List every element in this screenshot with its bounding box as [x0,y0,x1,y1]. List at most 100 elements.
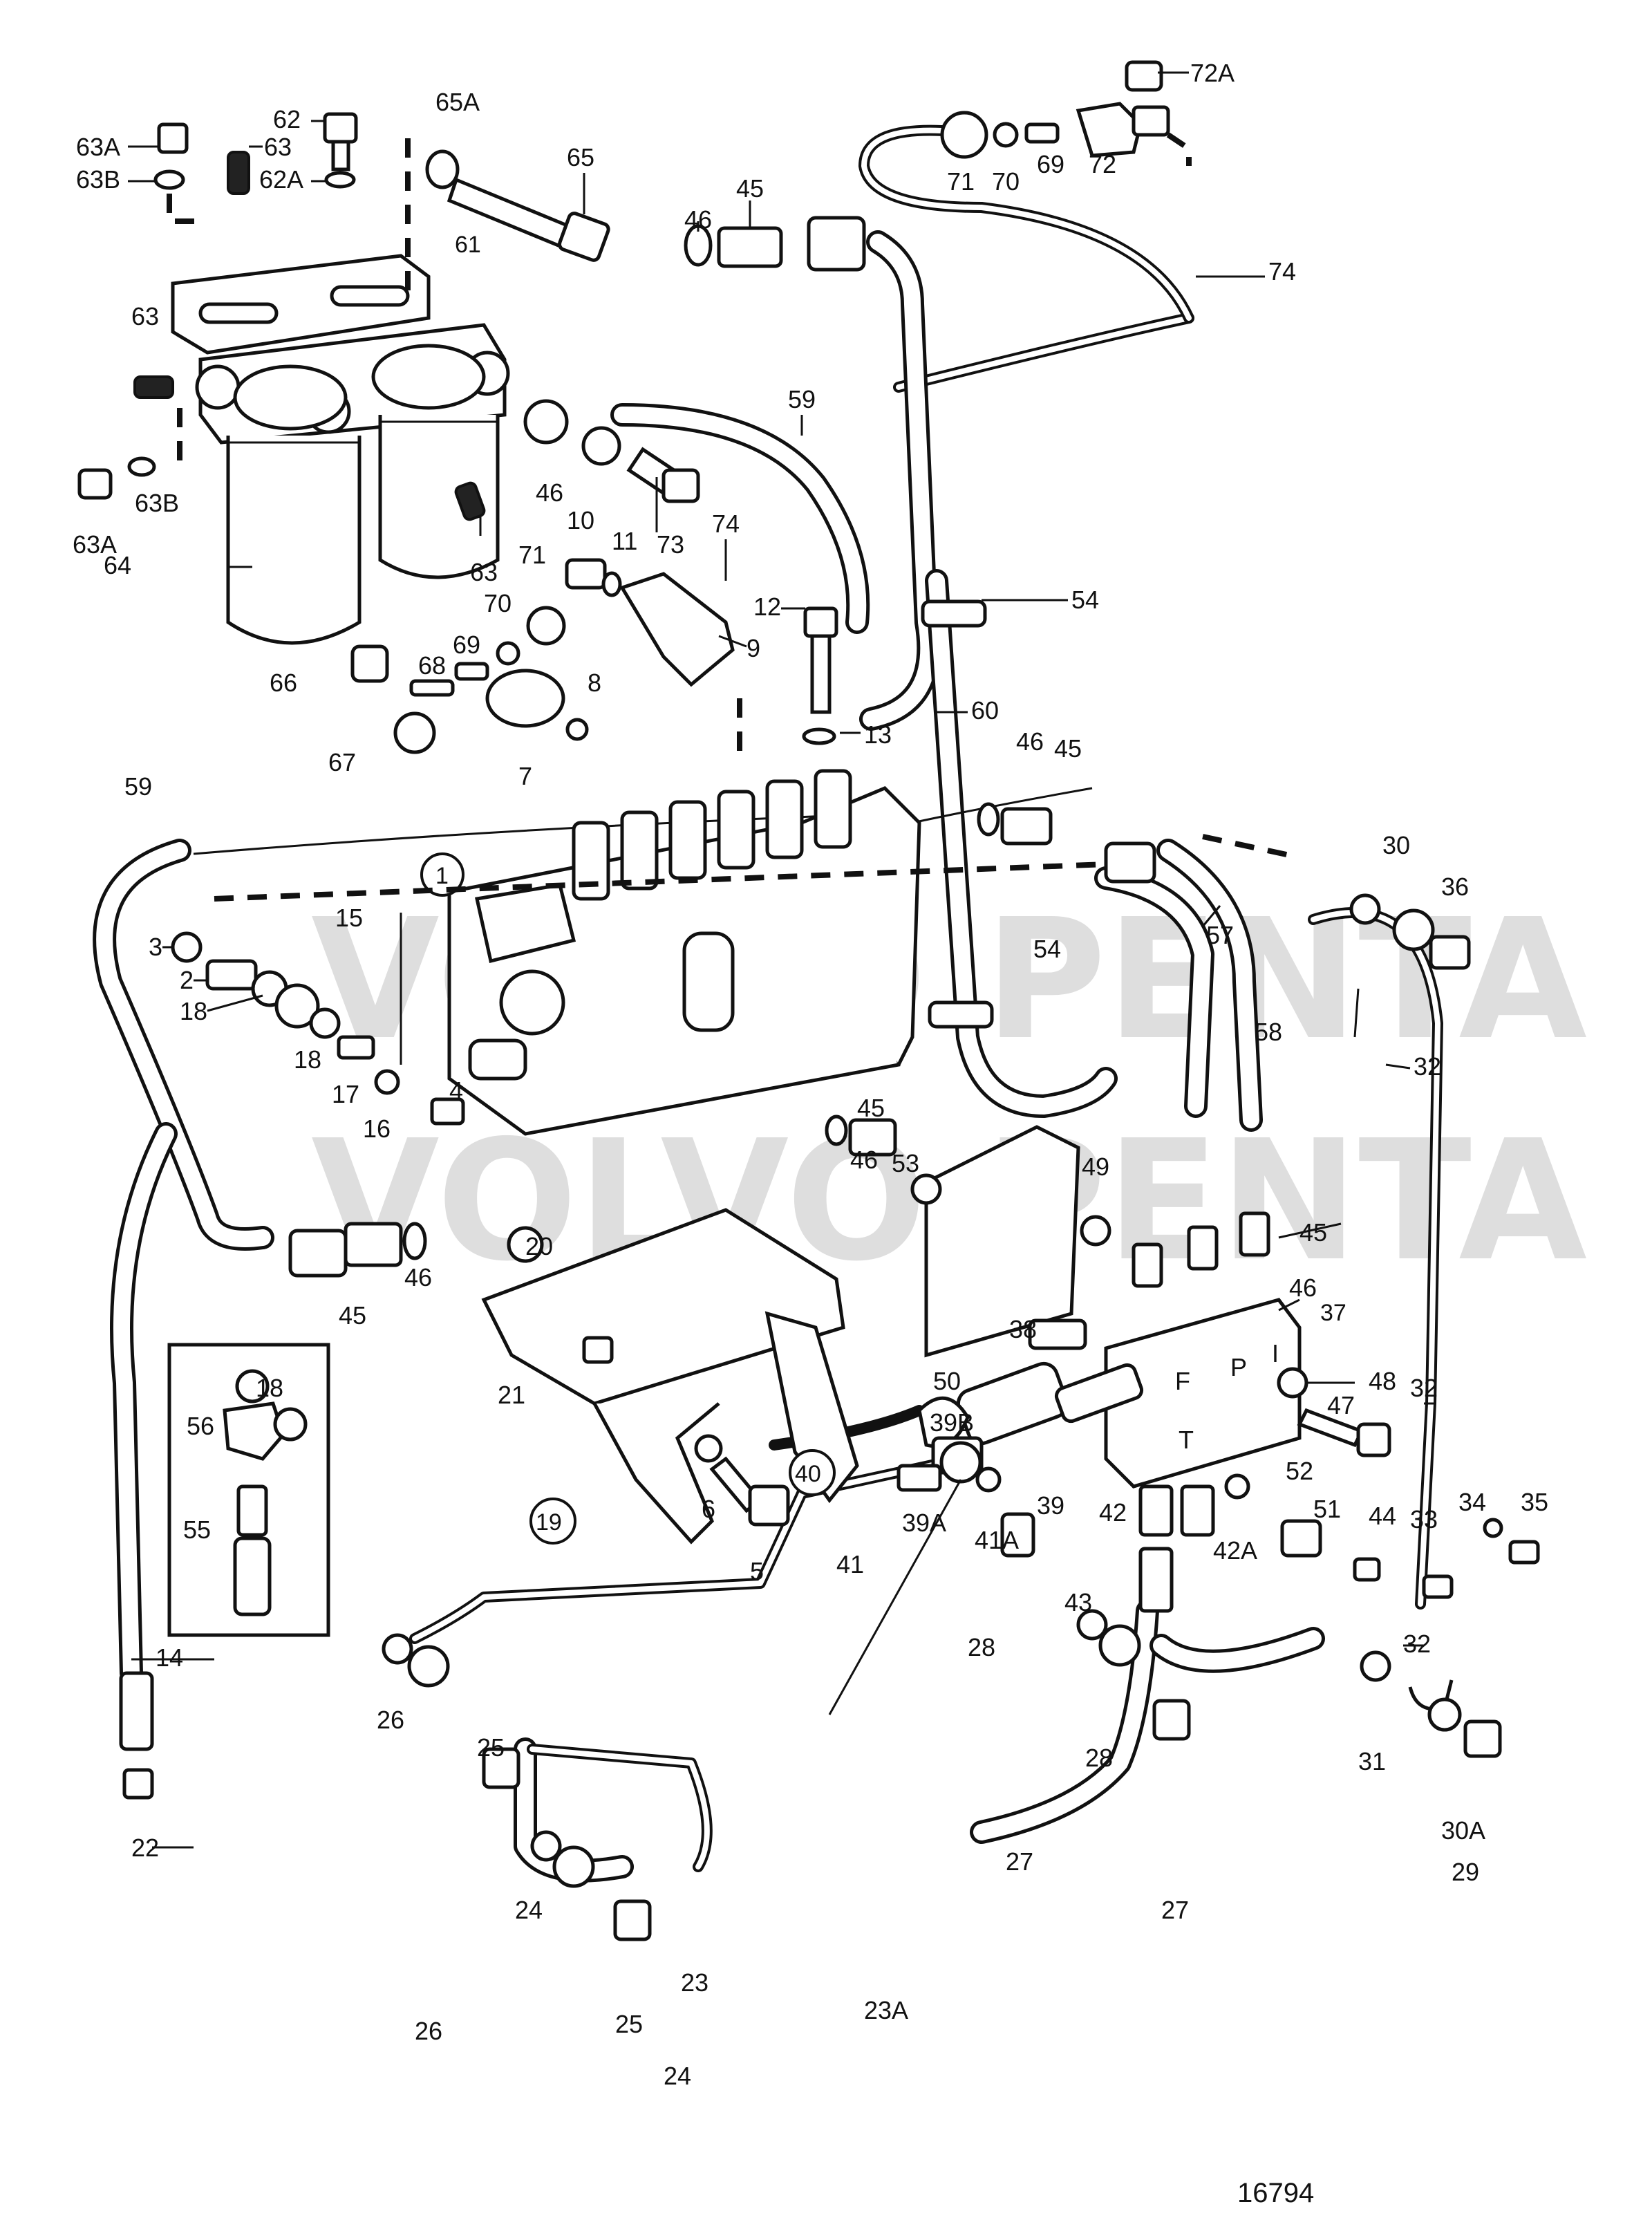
bolt-51 [1280,1519,1322,1558]
callout-labels: 72A 72 69 70 71 74 63A 63B 63 62 62A 65A… [73,59,1548,2090]
upper-fittings [350,216,866,754]
circled-callout-40-ring [789,1449,836,1496]
callout-42: 42 [1099,1498,1127,1527]
callout-65: 65 [567,143,594,171]
callout-10: 10 [567,506,594,534]
callout-41: 41 [836,1550,864,1578]
callout-4: 4 [449,1076,463,1105]
solenoid-thread-39 [1054,1363,1144,1424]
pump-governor [801,786,921,1066]
nipple-45-left [344,1222,403,1267]
callout-32-top: 32 [1414,1052,1441,1081]
callout-35: 35 [1521,1488,1548,1516]
inset-detail [167,1343,330,1637]
callout-66: 66 [270,669,297,697]
callout-1: 1 [435,863,449,889]
hose-nut-57 [1104,841,1156,884]
washer-63b-top [153,169,185,190]
hoses [93,230,1325,1883]
ring-70-left [496,641,520,666]
washer-26-top [382,1633,413,1665]
bolt-17 [337,1035,375,1060]
washer-46-left [402,1222,427,1260]
callout-70-mid: 70 [484,589,511,617]
spring-38 [1028,1318,1087,1350]
callout-69-top: 69 [1037,150,1064,178]
callout-59-left: 59 [124,772,152,801]
callout-46-center: 46 [850,1146,878,1174]
leader-lines [128,71,1434,1849]
callout-44: 44 [1369,1502,1396,1530]
callout-61: 61 [455,232,481,258]
washer-13 [802,727,836,745]
callout-37: 37 [1320,1300,1346,1326]
clamp-54-top [921,599,987,628]
nipple-2 [205,959,258,991]
plug-72a [1125,60,1163,92]
callout-18-mid: 18 [294,1045,321,1074]
callout-8: 8 [588,669,601,697]
washer-11 [601,571,622,597]
callout-19: 19 [536,1509,562,1536]
washer-28-lower [1076,1609,1108,1641]
hose-59-left [93,839,274,1251]
inset-banjo-56 [223,1401,285,1461]
washer-28-top [975,1466,1002,1493]
callout-18-inset: 18 [256,1374,283,1402]
callout-41a: 41A [975,1526,1019,1554]
callout-53: 53 [892,1149,919,1177]
washer-26-lower [530,1830,562,1862]
callout-62: 62 [273,105,301,133]
callout-59-top: 59 [788,385,816,413]
callout-45-left: 45 [339,1301,366,1330]
callout-60: 60 [971,696,999,725]
callout-74-mid: 74 [712,510,740,538]
callout-74-top: 74 [1268,257,1296,286]
filter-cartridge-right [378,415,500,579]
washer-34 [1483,1518,1503,1538]
banjo-25-top [407,1645,450,1688]
washer-31 [1360,1650,1391,1682]
callout-55: 55 [183,1516,211,1544]
callout-51: 51 [1313,1495,1341,1523]
callout-28-lower: 28 [1085,1744,1113,1772]
nut-71-left [526,606,566,646]
distribution-block: F P I T [910,1125,1391,1613]
callout-36: 36 [1441,873,1469,901]
callout-45-right: 45 [1054,734,1082,763]
callout-24-top: 24 [515,1896,543,1924]
callout-65a: 65A [435,88,480,116]
callout-45-top: 45 [736,174,764,203]
bracket-leg [592,1402,720,1545]
callout-39b: 39B [930,1408,974,1437]
callout-12: 12 [753,593,781,621]
inset-nipple-55 [236,1484,268,1537]
callout-57: 57 [1206,921,1234,949]
callout-31: 31 [1358,1747,1386,1775]
pin-21 [582,1336,614,1364]
pump-injector-outlets [572,769,852,901]
nipple-69-left [454,662,489,681]
banjo-25-lower [552,1845,595,1888]
feed-pump-port [499,969,565,1036]
fuel-filter-assembly [171,254,510,645]
filter-bowl-top-left [233,364,348,431]
nut-71-top [940,111,988,159]
feed-pump-cover [474,883,576,964]
callout-39a: 39A [902,1509,946,1537]
washer-48 [1277,1367,1308,1399]
pump-left-fittings [171,913,465,1278]
lower-fittings [119,1441,1540,1941]
callout-63-top: 63 [264,133,292,161]
callout-23a: 23A [864,1996,908,2024]
callout-27-lower: 27 [1161,1896,1189,1924]
filter-bowl-top-right [371,344,486,410]
callout-64: 64 [104,551,131,579]
washer-3 [171,931,203,963]
washer-16 [374,1069,400,1095]
callout-50: 50 [933,1367,961,1395]
spring-68 [409,679,455,697]
callout-5: 5 [750,1557,764,1585]
callout-29: 29 [1452,1858,1479,1886]
